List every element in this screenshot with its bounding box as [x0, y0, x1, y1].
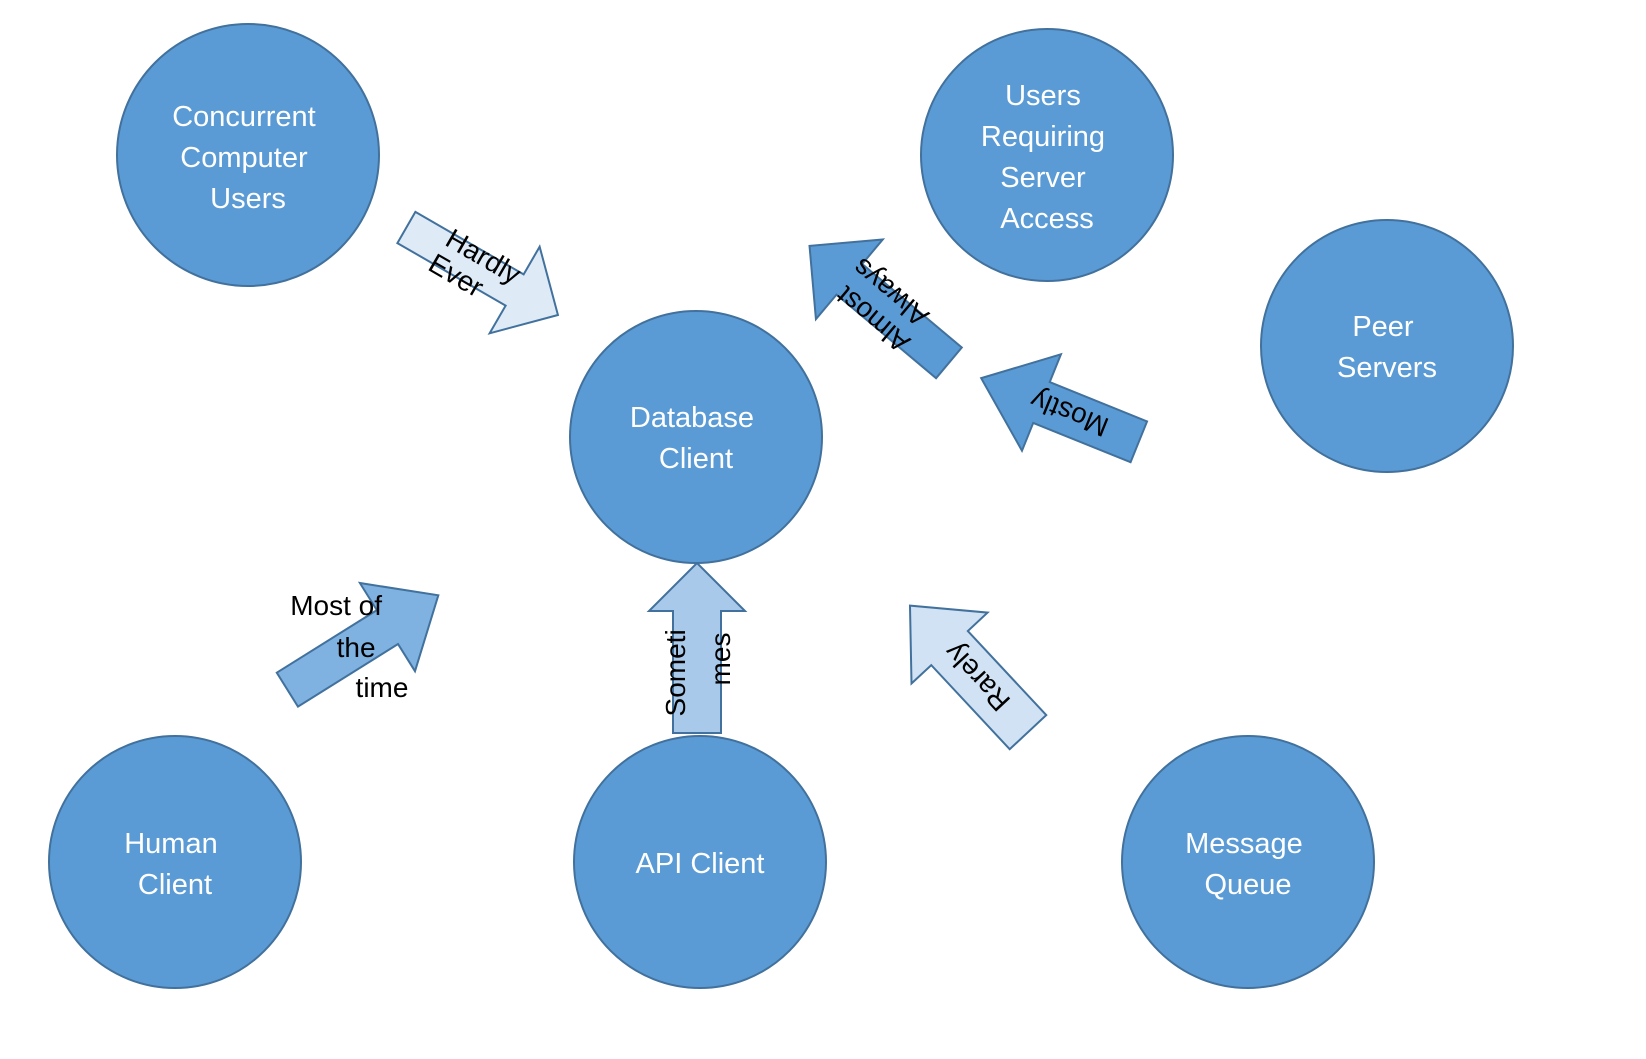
node-api-client-label: API Client — [636, 848, 765, 880]
node-users-requiring-server-access-label: Users Requiring Server Access — [981, 80, 1113, 235]
node-human-client-label: Human Client — [124, 828, 226, 901]
node-api-client-circle — [573, 735, 827, 989]
arrow-sometimes: Someti mes — [646, 561, 748, 734]
arrow-rarely-shape — [908, 604, 1048, 751]
node-api-client-line-1: API Client — [636, 848, 765, 880]
node-peer-servers-circle — [1260, 219, 1514, 473]
arrow-most-of-the-time-line-2: the — [337, 632, 376, 663]
node-users-requiring-server-access-line-2: Requiring — [981, 121, 1105, 153]
arrow-sometimes-line-1: Someti — [660, 629, 691, 716]
node-human-client-line-2: Client — [138, 869, 212, 901]
node-concurrent-computer-users-label: Concurrent Computer Users — [172, 101, 324, 215]
node-users-requiring-server-access: Users Requiring Server Access — [920, 28, 1174, 282]
arrow-most-of-the-time: Most of the time — [275, 581, 440, 708]
node-message-queue-line-1: Message — [1185, 828, 1303, 860]
arrow-sometimes-line-2: mes — [705, 633, 736, 686]
arrow-rarely: Rarely — [908, 604, 1048, 751]
node-peer-servers: Peer Servers — [1260, 219, 1514, 473]
node-human-client-line-1: Human — [124, 828, 218, 860]
node-message-queue-line-2: Queue — [1204, 869, 1291, 901]
arrow-sometimes-shape — [646, 561, 748, 734]
arrow-almost-always: Almost Always — [808, 238, 964, 380]
node-concurrent-computer-users-line-2: Computer — [180, 142, 308, 174]
node-database-client: Database Client — [569, 310, 823, 564]
node-peer-servers-label: Peer Servers — [1337, 311, 1437, 384]
node-database-client-circle — [569, 310, 823, 564]
arrow-most-of-the-time-line-3: time — [356, 672, 409, 703]
node-users-requiring-server-access-circle — [920, 28, 1174, 282]
node-concurrent-computer-users-line-1: Concurrent — [172, 101, 315, 133]
node-peer-servers-line-2: Servers — [1337, 352, 1437, 384]
arrow-most-of-the-time-shape — [275, 581, 440, 708]
node-human-client-circle — [48, 735, 302, 989]
node-database-client-line-2: Client — [659, 443, 733, 475]
arrow-most-of-the-time-line-1: Most of — [290, 590, 382, 621]
arrow-mostly: Mostly — [979, 352, 1149, 464]
node-message-queue-circle — [1121, 735, 1375, 989]
node-database-client-line-1: Database — [630, 402, 754, 434]
arrow-sometimes-label: Someti mes — [660, 622, 736, 717]
node-peer-servers-line-1: Peer — [1352, 311, 1414, 343]
node-message-queue-label: Message Queue — [1185, 828, 1311, 901]
node-database-client-label: Database Client — [630, 402, 762, 475]
node-users-requiring-server-access-line-4: Access — [1000, 203, 1093, 235]
node-message-queue: Message Queue — [1121, 735, 1375, 989]
arrow-almost-always-shape — [808, 238, 964, 380]
node-concurrent-computer-users-circle — [116, 23, 380, 287]
arrow-hardly-ever-shape — [396, 210, 560, 335]
node-users-requiring-server-access-line-3: Server — [1000, 162, 1086, 194]
node-human-client: Human Client — [48, 735, 302, 989]
arrow-mostly-shape — [979, 352, 1149, 464]
arrow-hardly-ever: Hardly Ever — [396, 210, 560, 335]
node-users-requiring-server-access-line-1: Users — [1005, 80, 1081, 112]
arrow-most-of-the-time-label: Most of the time — [290, 590, 408, 703]
node-concurrent-computer-users: Concurrent Computer Users — [116, 23, 380, 287]
node-concurrent-computer-users-line-3: Users — [210, 183, 286, 215]
node-api-client: API Client — [573, 735, 827, 989]
